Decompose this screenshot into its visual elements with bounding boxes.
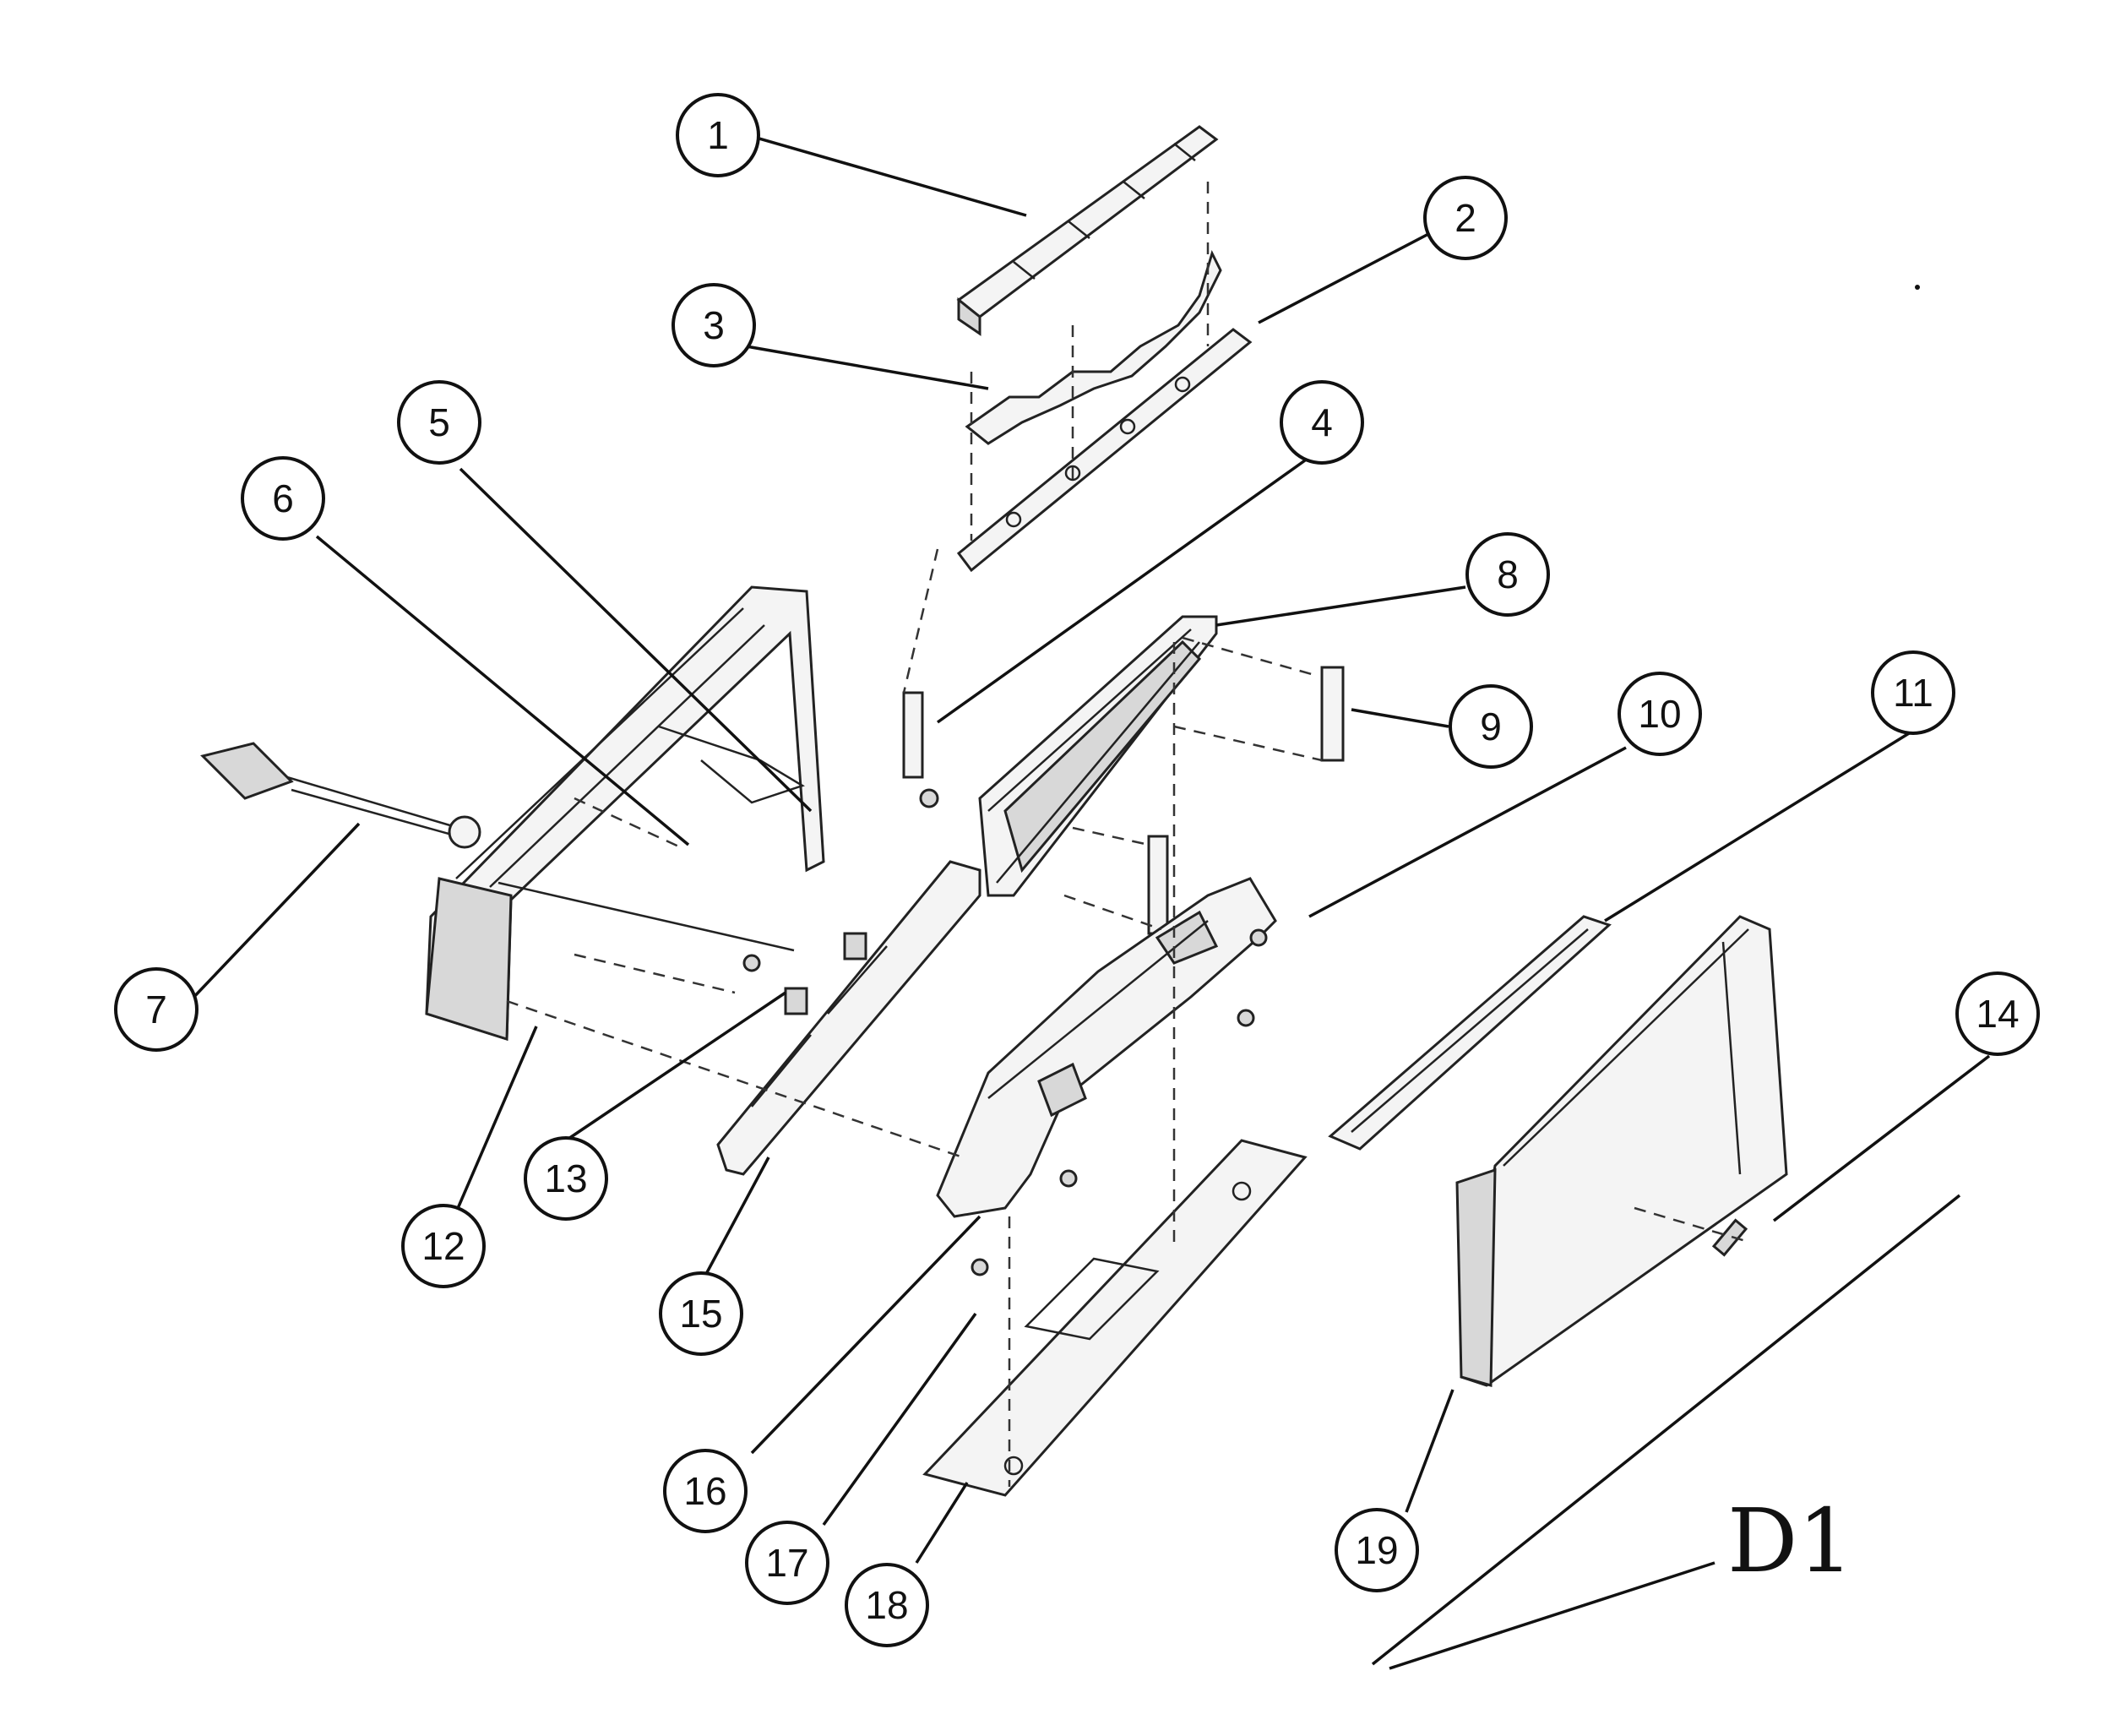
callout-16: 16: [663, 1449, 748, 1533]
callout-number: 17: [765, 1541, 808, 1585]
callout-10: 10: [1618, 672, 1702, 756]
callout-number: 4: [1311, 400, 1333, 444]
callout-number: 11: [1893, 671, 1933, 715]
callout-number: 2: [1454, 196, 1476, 240]
callout-number: 16: [683, 1469, 726, 1513]
callout-19: 19: [1335, 1508, 1419, 1592]
part-main-pcb: [716, 860, 981, 1176]
callout-number: 14: [1976, 992, 2019, 1036]
part-bottom-plate: [922, 1139, 1308, 1497]
callout-4: 4: [1280, 380, 1364, 465]
callout-number: 5: [428, 400, 450, 444]
part-front-bracket: [1328, 915, 1612, 1151]
callout-1: 1: [676, 93, 760, 177]
callout-number: 13: [544, 1156, 587, 1200]
callout-3: 3: [672, 283, 756, 367]
callout-13: 13: [524, 1136, 608, 1221]
callout-11: 11: [1871, 650, 1955, 735]
callout-6: 6: [241, 456, 325, 541]
callout-5: 5: [397, 380, 481, 465]
stray-mark: [1915, 285, 1920, 290]
part-key-springs: [965, 249, 1222, 445]
part-screws: [742, 788, 1748, 1276]
part-housing-rear: [425, 585, 825, 1042]
callout-14: 14: [1955, 971, 2040, 1056]
drawing-label: D1: [1727, 1489, 1854, 1592]
callout-number: 15: [679, 1292, 722, 1336]
callout-number: 12: [421, 1224, 465, 1268]
callout-9: 9: [1449, 684, 1533, 769]
callout-7: 7: [114, 967, 198, 1052]
assembly-lines: [506, 182, 1749, 1487]
part-keycaps-strip: [956, 125, 1219, 336]
callout-number: 9: [1480, 705, 1502, 748]
callout-15: 15: [659, 1271, 743, 1356]
callout-2: 2: [1423, 176, 1508, 260]
part-cable-plug: [200, 742, 795, 952]
callout-17: 17: [745, 1521, 829, 1605]
callout-number: 19: [1355, 1528, 1398, 1572]
callout-number: 8: [1497, 552, 1519, 596]
callout-number: 18: [865, 1583, 908, 1627]
callout-number: 1: [707, 113, 729, 157]
callout-number: 7: [145, 988, 167, 1031]
callout-number: 3: [703, 303, 725, 347]
callout-8: 8: [1465, 532, 1550, 617]
part-lcd-module: [978, 615, 1218, 897]
callout-18: 18: [845, 1563, 929, 1647]
part-switch-board: [956, 328, 1253, 573]
callout-number: 10: [1638, 692, 1681, 736]
callout-12: 12: [401, 1204, 486, 1288]
part-front-cover: [1455, 915, 1788, 1387]
callout-number: 6: [272, 476, 294, 520]
leader-lines: [188, 133, 1991, 1670]
